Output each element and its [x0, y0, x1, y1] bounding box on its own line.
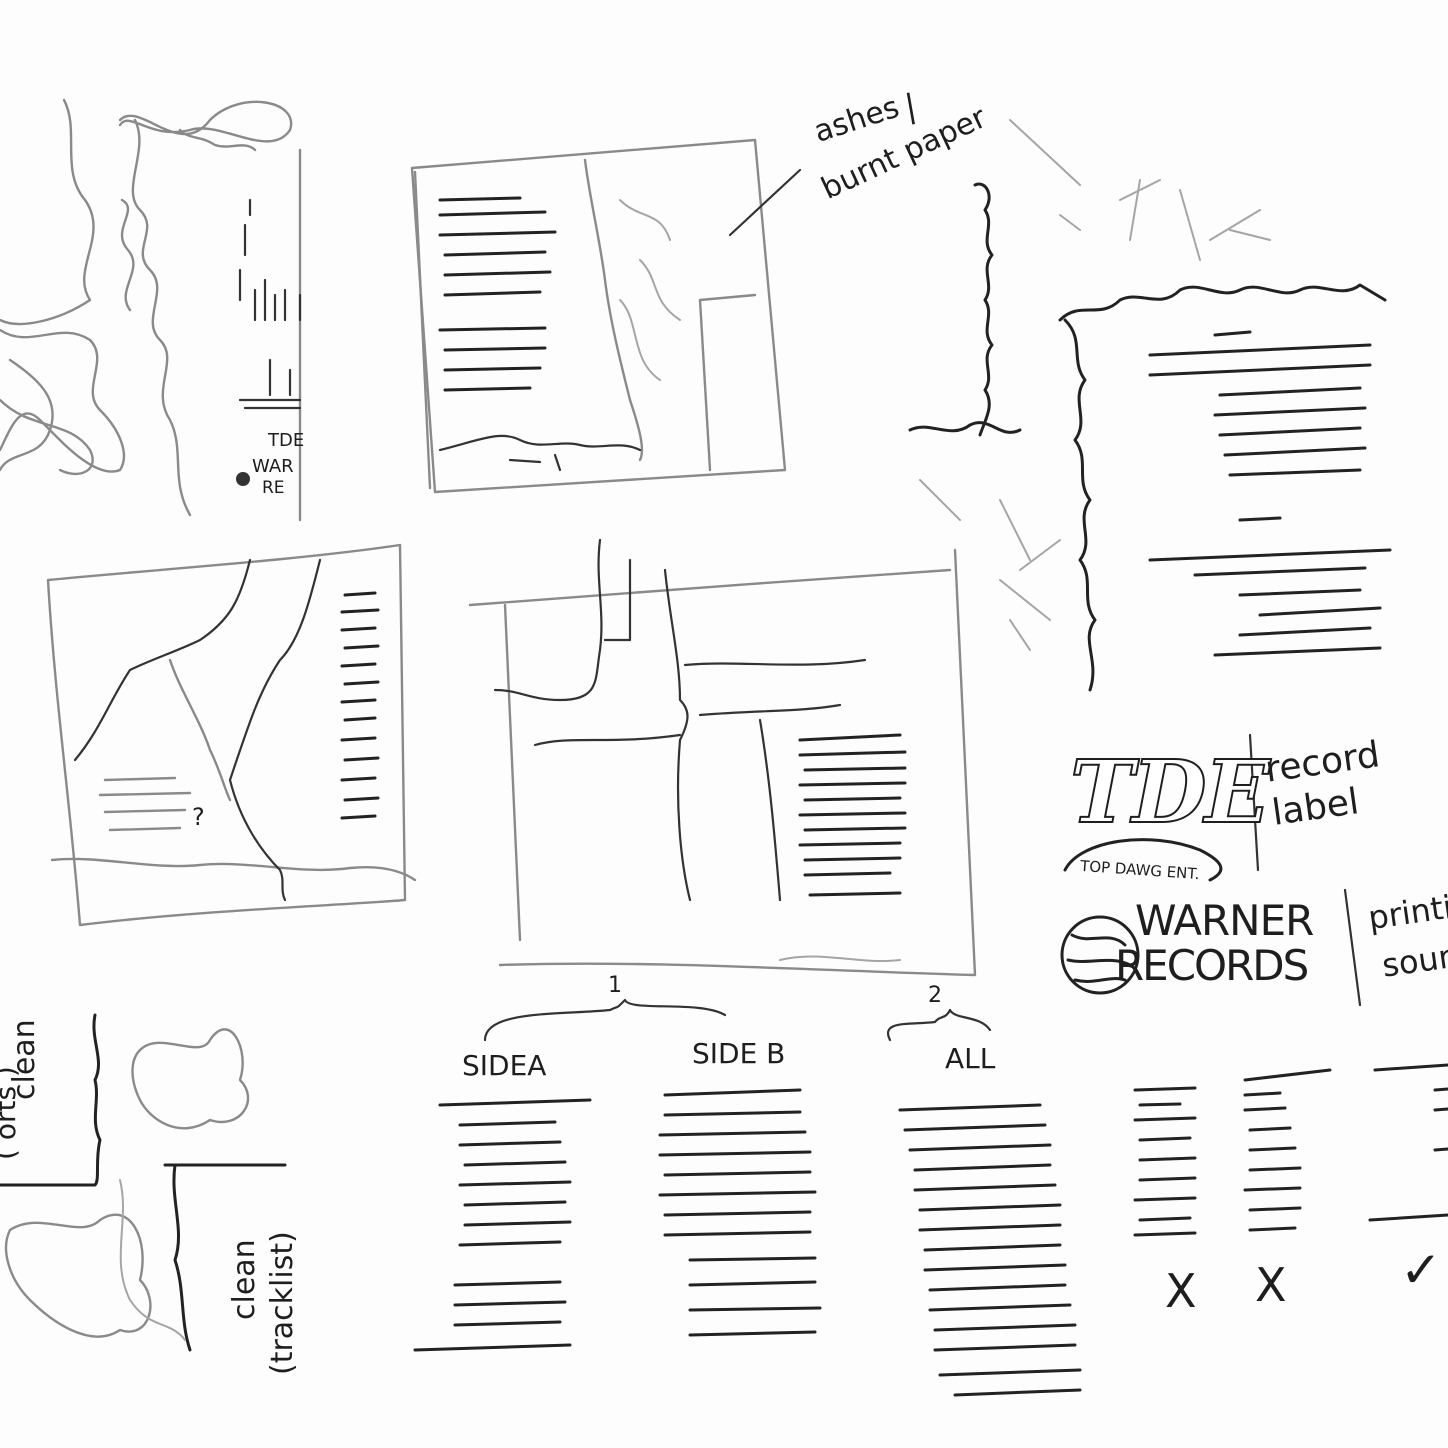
logo-dividers: [1060, 733, 1362, 1007]
tracklist-option-side-a: [413, 998, 727, 1352]
group2-number: 2: [928, 983, 942, 1008]
logo-warner-line1: WARNER: [1135, 896, 1314, 945]
verdict-options: [1133, 1063, 1448, 1237]
tracklist-option-side-b: [658, 1088, 822, 1337]
thumbnail-burnt-paper: [410, 138, 802, 494]
all-label: ALL: [945, 1042, 996, 1075]
thumbnail1-logo-line1: TDE: [268, 430, 305, 451]
note-tracklist: (tracklist): [265, 1231, 300, 1375]
thumbnail1-logo-dot: [236, 472, 250, 486]
thumbnail1-logo-line3: RE: [262, 478, 285, 498]
group1-number: 1: [608, 973, 622, 998]
logo-tde-wordmark: TDE: [1069, 742, 1271, 843]
side-a-label: SIDEA: [462, 1049, 547, 1082]
logo-warner-line2: RECORDS: [1115, 941, 1309, 990]
note-clean-bottom: clean: [227, 1239, 262, 1320]
thumbnail-cracks: [46, 543, 417, 927]
verdict-second: X: [1255, 1258, 1287, 1312]
thumbnail-grid-cracks: [468, 538, 977, 977]
verdict-first: X: [1165, 1264, 1197, 1318]
note-clean-top-paren: ( orts ): [0, 1066, 22, 1160]
thumbnail-smoke: [0, 98, 302, 522]
thumbnail-clean-split: [0, 1013, 287, 1352]
thumbnail1-logo-line2: WAR: [252, 456, 294, 477]
note-source: sour: [1379, 937, 1448, 985]
note-question-mark: ?: [192, 803, 205, 831]
verdict-third: ✓: [1400, 1241, 1442, 1299]
thumbnail-burnt-edges: [908, 119, 1392, 692]
tracklist-option-all: [887, 1008, 1082, 1397]
side-b-label: SIDE B: [692, 1037, 786, 1070]
